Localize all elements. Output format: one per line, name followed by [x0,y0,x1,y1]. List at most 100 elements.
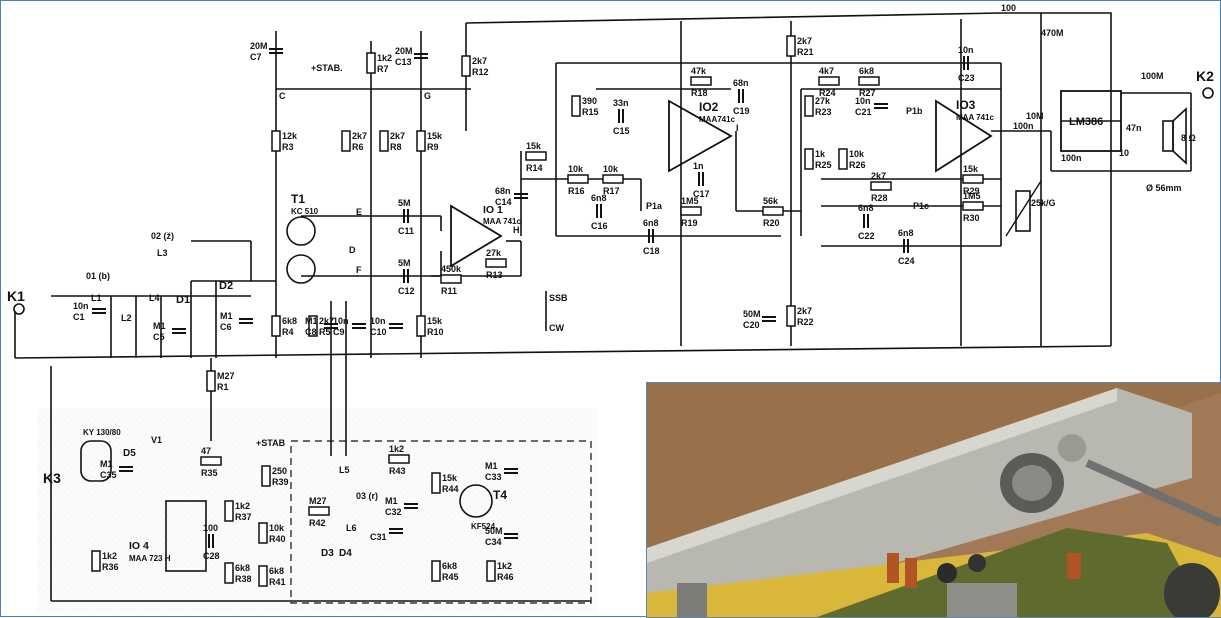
resistor-r10 [416,315,426,337]
resistor-value-r35: 47 [201,446,211,456]
label-io3-name: IO3 [956,98,976,112]
capacitor-name-c9: C9 [333,327,345,337]
label-d1: D1 [176,294,190,306]
capacitor-value-c28: 100 [203,523,218,533]
capacitor-value-c5: M1 [153,321,166,331]
label-io3-type: MAA 741c [956,113,994,122]
label-k1: K1 [7,288,25,304]
resistor-r7 [366,52,376,74]
resistor-name-r19: R19 [681,218,698,228]
label-cw: CW [549,323,564,333]
label-l1: L1 [91,293,102,303]
label-out-r: 100 [1001,3,1016,13]
resistor-r9 [416,130,426,152]
resistor-value-r7: 1k2 [377,53,392,63]
capacitor-name-c18: C18 [643,246,660,256]
capacitor-name-c11: C11 [398,226,414,236]
capacitor-value-c18: 6n8 [643,218,659,228]
capacitor-value-c34: 50M [485,526,503,536]
resistor-name-r45: R45 [442,572,459,582]
resistor-r14 [525,151,547,161]
capacitor-name-c15: C15 [613,126,630,136]
node-e: E [356,207,362,217]
resistor-value-r29: 15k [963,164,979,174]
resistor-value-r37: 1k2 [235,501,250,511]
op-amp-io2 [668,99,733,173]
resistor-value-r15: 390 [582,96,597,106]
op-amp-io1 [450,204,503,268]
resistor-value-r8: 2k7 [390,131,405,141]
resistor-name-r8: R8 [390,142,402,152]
label-d3: D3 [321,548,334,559]
resistor-value-r44: 15k [442,473,458,483]
capacitor-value-c20: 50M [743,309,761,319]
capacitor-c8 [324,323,338,329]
capacitor-c7 [269,48,283,54]
resistor-r40 [258,522,268,544]
resistor-value-r11: 450k [441,264,462,274]
resistor-value-r4: 6k8 [282,316,297,326]
capacitor-c18 [648,229,654,243]
label-out-c1: 470M [1041,28,1064,38]
resistor-r25 [804,148,814,170]
op-amp-io3 [935,99,993,173]
label-out-c4: 47n [1126,123,1142,133]
resistor-name-r24: R24 [819,88,836,98]
capacitor-c19 [738,89,744,103]
resistor-name-r14: R14 [526,163,543,173]
resistor-r6 [341,130,351,152]
label-o2: 02 (ž) [151,231,174,241]
resistor-r24 [818,76,840,86]
resistor-r37 [224,500,234,522]
resistor-name-r20: R20 [763,218,780,228]
capacitor-c1 [92,308,106,314]
capacitor-c20 [762,316,776,322]
capacitor-value-c16: 6n8 [591,193,607,203]
pot-arrow [1005,180,1042,237]
label-out-c2: 10M [1026,111,1044,121]
resistor-r36 [91,550,101,572]
resistor-name-r27: R27 [859,88,876,98]
resistor-value-r26: 10k [849,149,865,159]
volume-potentiometer [1015,190,1031,232]
label-stab: +STAB. [311,63,343,73]
capacitor-value-c17: 1n [693,161,704,171]
label-out-c6: 100n [1061,153,1082,163]
resistor-value-r23: 27k [815,96,831,106]
label-out-r10: 10 [1119,148,1129,158]
capacitor-value-c1: 10n [73,301,89,311]
resistor-value-r14: 15k [526,141,542,151]
k1-connector-icon [13,303,25,315]
capacitor-name-c7: C7 [250,52,262,62]
resistor-name-r21: R21 [797,47,814,57]
capacitor-value-c21: 10n [855,96,871,106]
transistor-t4 [459,484,493,518]
resistor-value-r30: 1M5 [963,191,981,201]
capacitor-c21 [874,103,888,109]
resistor-r46 [486,560,496,582]
capacitor-c10 [389,323,403,329]
capacitor-name-c34: C34 [485,537,502,547]
resistor-value-r10: 15k [427,316,443,326]
resistor-name-r36: R36 [102,562,119,572]
resistor-name-r4: R4 [282,327,294,337]
label-l4: L4 [149,293,160,303]
capacitor-c14 [514,193,528,199]
label-lm386: LM386 [1069,116,1103,128]
label-speaker-size: Ø 56mm [1146,183,1182,193]
speaker-icon [1162,107,1187,165]
resistor-name-r6: R6 [352,142,364,152]
resistor-layer: M27R112kR36k8R42k7R52k7R61k2R72k7R815kR9… [91,35,984,587]
label-t1-name: T1 [291,192,305,206]
label-io2-name: IO2 [699,100,719,114]
label-out-c3: 100M [1141,71,1164,81]
capacitor-value-c22: 6n8 [858,203,874,213]
label-k3: K3 [43,470,61,486]
capacitor-value-c35: M1 [100,459,113,469]
capacitor-c24 [903,239,909,253]
resistor-value-r36: 1k2 [102,551,117,561]
capacitor-name-c16: C16 [591,221,608,231]
capacitor-value-c9: 10n [333,316,349,326]
resistor-name-r35: R35 [201,468,218,478]
